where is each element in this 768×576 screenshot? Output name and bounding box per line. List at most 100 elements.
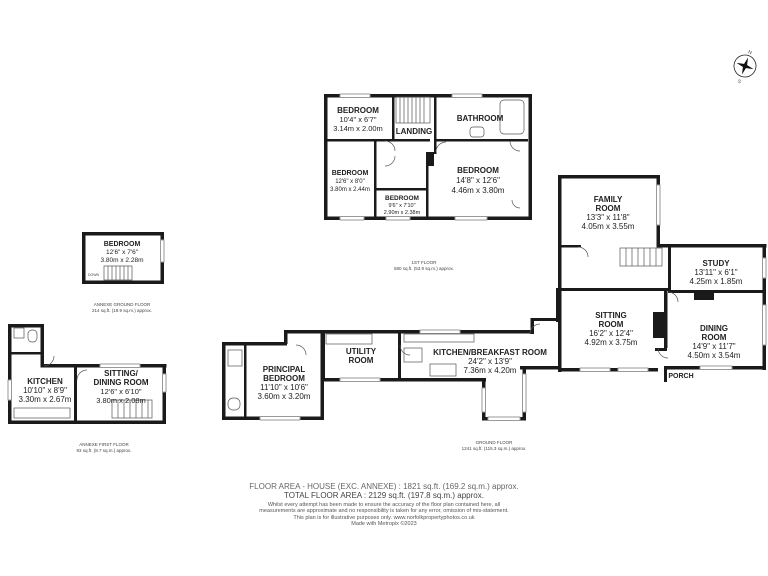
room-dims-bedroom-1f-c: 2.90m x 2.38m [384,210,421,216]
room-name-annexe-bedroom: BEDROOM [104,241,141,248]
window [385,216,411,221]
wall [222,342,287,346]
window [451,93,483,98]
sink-fixture [429,363,457,377]
stairs [103,265,133,281]
wall [244,345,247,417]
floor-title-first: 1ST FLOOR [412,260,438,265]
compass-label-s: S [737,79,743,86]
annexe-ground-floor-plan: DOWN BEDROOM 12'6" x 7'6" 3.80m x 2.28m … [82,232,165,313]
disclaimer-line: Made with Metropix ©2023 [351,520,417,527]
stairs [395,96,431,124]
counter [325,333,373,345]
disclaimer-line: This plan is for illustrative purposes o… [293,514,475,521]
room-dims-dining-room: 14'9" x 11'7" [692,342,735,351]
window [339,216,365,221]
wall [561,245,581,248]
room-name-porch: PORCH [668,373,693,380]
room-dims-principal-bedroom: 11'10" x 10'6" [260,383,308,392]
room-dims-kitchen-breakfast: 7.36m x 4.20m [464,366,517,375]
window [160,239,165,263]
floor-area-first: 580 sq.ft. (53.9 sq.m.) approx. [394,266,454,271]
room-name-sitting-room: ROOM [599,320,624,329]
wall [82,280,164,284]
wall [82,232,164,236]
first-floor-plan: BEDROOM 10'4" x 6'7" 3.14m x 2.00m LANDI… [324,93,532,271]
wall [374,139,377,219]
annexe-first-floor-plan: KITCHEN 10'10" x 8'9" 3.30m x 2.67m SITT… [7,324,167,453]
wall [426,152,429,218]
room-name-principal-bedroom: BEDROOM [263,374,305,383]
door-swings [295,246,679,359]
wall [324,94,328,220]
wall [324,139,430,142]
hob-fixture [403,347,423,363]
room-name-annexe-sitting: SITTING/ [104,369,139,378]
room-dims-sitting-room: 4.92m x 3.75m [585,338,638,347]
room-dims-study: 4.25m x 1.85m [690,277,743,286]
disclaimer-line: Whilst every attempt has been made to en… [267,502,501,508]
wall [284,330,288,344]
room-dims-bedroom-1f-b: 3.80m x 2.44m [330,187,370,193]
counter [13,407,71,419]
fireplace [653,312,664,338]
wall [398,378,486,382]
room-dims-bedroom-1f-c: 9'6" x 7'10" [388,203,415,209]
floor-area-ground: 1241 sq.ft. (115.3 sq.m.) approx. [462,446,527,451]
total-floor-area-text: TOTAL FLOOR AREA : 2129 sq.ft. (197.8 sq… [284,491,484,500]
wall [558,175,562,290]
room-name-bedroom-1f-d: BEDROOM [457,166,499,175]
room-name-family-room: FAMILY [594,195,623,204]
wall [530,318,534,334]
wall [664,288,668,348]
room-dims-annexe-kitchen: 3.30m x 2.67m [19,395,72,404]
room-name-bedroom-1f-c: BEDROOM [385,195,419,202]
window [419,329,461,334]
room-name-bedroom-1f-b: BEDROOM [332,170,369,177]
room-dims-annexe-sitting: 12'6" x 6'10" [100,387,141,396]
room-name-family-room: ROOM [596,204,621,213]
wall [655,348,667,351]
door-swings [43,355,88,381]
wall [664,366,667,382]
wall [162,366,166,424]
wall [324,94,532,98]
room-name-kitchen-breakfast: KITCHEN/BREAKFAST ROOM [433,348,547,357]
wall [556,288,560,322]
compass-label-n: N [747,49,753,56]
wall [434,94,437,154]
wall [8,420,166,424]
room-name-principal-bedroom: PRINCIPAL [263,365,306,374]
room-dims-annexe-bedroom: 12'6" x 7'6" [106,249,139,256]
room-dims-bedroom-1f-d: 14'8" x 12'6" [456,176,500,185]
wall [392,94,395,139]
wall [530,318,561,321]
floor-title-annexe-ground: ANNEXE GROUND FLOOR [94,302,151,307]
fireplace [694,292,714,300]
wall [398,330,401,380]
window [617,367,649,372]
room-dims-annexe-bedroom: 3.80m x 2.28m [101,257,144,264]
room-dims-family-room: 13'3" x 11'8" [586,213,629,222]
stairs-down-marker: DOWN [88,273,100,277]
room-name-sitting-room: SITTING [595,311,627,320]
floor-area-annexe-ground: 214 sq.ft. (19.9 sq.m.) approx. [92,308,152,313]
stairs [111,399,153,419]
window [699,365,733,370]
wall [434,139,528,142]
wall [8,324,12,424]
toilet-fixture [27,329,38,343]
wall [11,352,41,355]
room-name-study: STUDY [702,259,730,268]
window [454,216,488,221]
wall [324,216,532,220]
room-name-landing: LANDING [396,127,432,136]
room-name-bedroom-1f-a: BEDROOM [337,106,379,115]
floor-area-annexe-first: 93 sq.ft. (8.7 sq.m.) approx. [76,448,131,453]
shower-fixture [227,349,243,367]
wall [82,232,86,284]
wall [8,324,44,328]
wall [656,244,767,248]
bay-window [481,366,527,421]
wall [528,94,532,220]
